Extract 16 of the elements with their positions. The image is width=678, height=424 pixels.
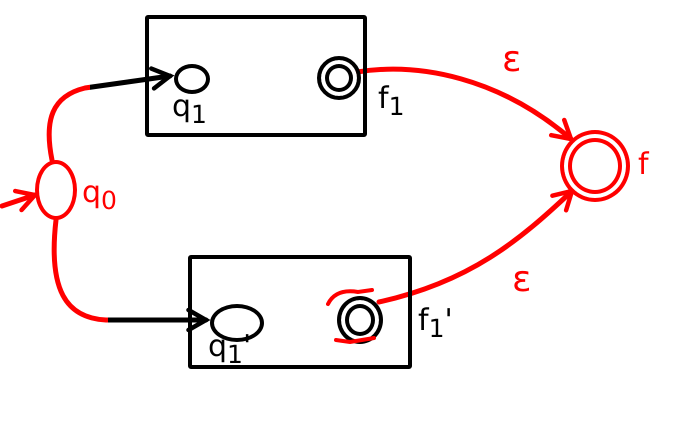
accept-state-circle [317, 56, 361, 100]
accept-state-circle [560, 130, 630, 202]
automaton-box [188, 255, 412, 369]
arrow [0, 188, 38, 212]
state-label: q$_{1}$ [172, 92, 207, 127]
arrow [46, 66, 172, 162]
arrow [52, 218, 208, 332]
state-label: f$_{1}$ [378, 84, 404, 119]
state-label: f [638, 150, 649, 180]
automaton-box [145, 15, 367, 137]
state-circle [35, 160, 77, 220]
state-label: f$_{1}$' [418, 306, 453, 341]
arrow [376, 188, 574, 304]
accept-state-circle [337, 296, 383, 344]
state-label: q$_{0}$ [82, 178, 117, 213]
state-circle [174, 64, 210, 94]
